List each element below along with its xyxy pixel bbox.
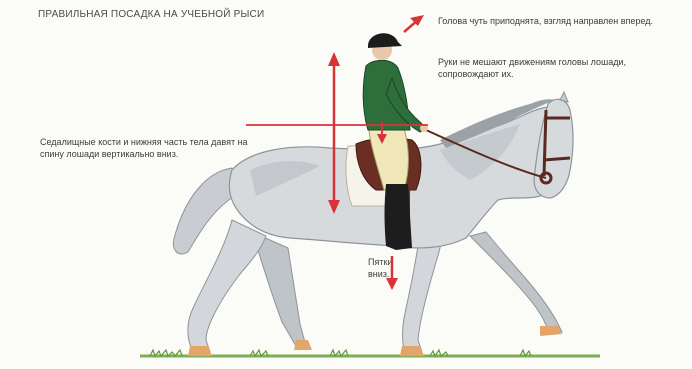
riding-helmet-icon [368, 33, 402, 48]
hoof [540, 326, 562, 336]
hoof [188, 346, 212, 356]
rider-boot [385, 184, 413, 250]
horse-fore-leg-near [403, 232, 443, 352]
hoof [400, 346, 424, 356]
horse-hind-leg-near [188, 220, 266, 352]
hoof [294, 340, 312, 350]
horse-fore-leg-far [470, 232, 562, 332]
horse-hind-leg-far [252, 232, 306, 346]
